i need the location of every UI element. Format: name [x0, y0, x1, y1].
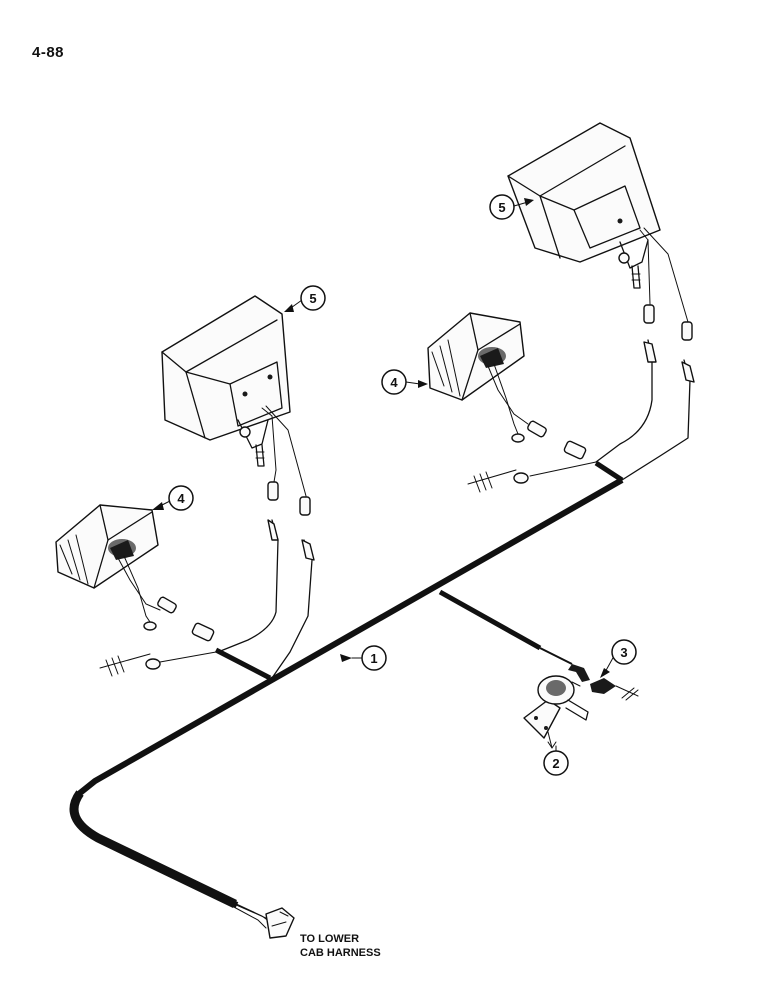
harness-note-line1: TO LOWER: [300, 933, 360, 945]
callout-4-right: 4: [381, 369, 407, 395]
callout-4a-label: 4: [177, 491, 185, 506]
end-connector: [265, 907, 295, 939]
callout-5a-label: 5: [309, 291, 316, 306]
main-harness: [69, 460, 624, 939]
callout-4b-label: 4: [390, 375, 398, 390]
callout-1: 1: [361, 645, 387, 671]
right-branch-wires: [467, 339, 695, 493]
page-number: 4-88: [32, 44, 65, 61]
callout-2: 2: [543, 750, 569, 776]
rocker-switch: [523, 675, 589, 749]
callout-1-label: 1: [370, 651, 377, 666]
callout-4-left: 4: [168, 485, 194, 511]
callout-3: 3: [611, 639, 637, 665]
harness-note: TO LOWER CAB HARNESS: [300, 932, 381, 960]
harness-note-line2: CAB HARNESS: [300, 947, 381, 959]
switch-connector: [568, 664, 639, 701]
left-flood-lamp: [55, 504, 177, 631]
callout-leaders: [152, 198, 615, 753]
callout-5-right: 5: [489, 194, 515, 220]
callout-2-label: 2: [552, 756, 559, 771]
left-branch-wires: [99, 519, 315, 679]
callout-5b-label: 5: [498, 200, 505, 215]
callout-5-left: 5: [300, 285, 326, 311]
right-work-lamp: [507, 122, 693, 341]
callout-3-label: 3: [620, 645, 627, 660]
right-flood-lamp: [427, 312, 547, 443]
left-work-lamp: [161, 295, 311, 516]
